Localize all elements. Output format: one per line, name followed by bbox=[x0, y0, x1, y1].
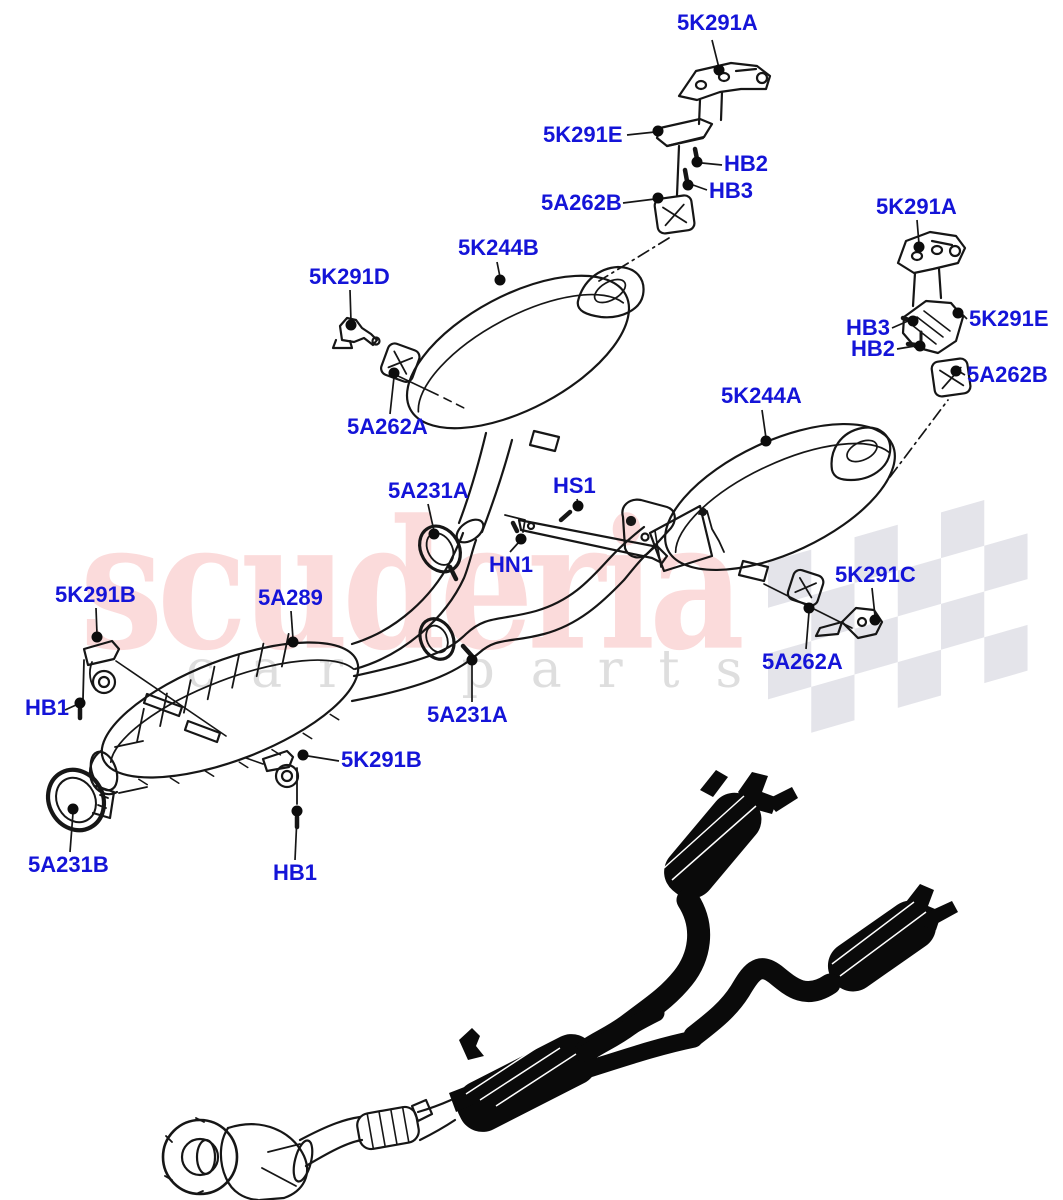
clamp-5a231a-lower bbox=[418, 617, 475, 661]
callout-leader-lines bbox=[64, 39, 968, 861]
part-label-hb3-top[interactable]: HB3 bbox=[709, 178, 754, 203]
clamp-5a231a-upper bbox=[418, 524, 462, 582]
part-label-hb1-left[interactable]: HB1 bbox=[25, 695, 70, 720]
watermark-tagline-text: car parts bbox=[186, 640, 779, 700]
checkered-flag-watermark bbox=[768, 499, 1028, 733]
hanger-bracket-right bbox=[896, 230, 972, 398]
assembled-system-silhouette bbox=[449, 770, 958, 1132]
part-label-hb2-right[interactable]: HB2 bbox=[851, 336, 896, 361]
part-label-5k291c[interactable]: 5K291C bbox=[835, 562, 916, 587]
clamp-5a231b bbox=[45, 767, 116, 833]
exploded-line-art bbox=[45, 61, 972, 833]
part-label-5k291a-top[interactable]: 5K291A bbox=[677, 10, 758, 35]
part-label-5a231a-upper[interactable]: 5A231A bbox=[388, 478, 469, 503]
rear-muffler-rh-outline bbox=[664, 399, 949, 583]
part-label-5a289[interactable]: 5A289 bbox=[258, 585, 323, 610]
watermark-brand-text: scuderia bbox=[80, 480, 745, 690]
part-label-5k291e-top[interactable]: 5K291E bbox=[543, 122, 623, 147]
part-label-5a262a-right[interactable]: 5A262A bbox=[762, 649, 843, 674]
inlet-flange-rh bbox=[621, 498, 725, 573]
part-label-5a262b-right[interactable]: 5A262B bbox=[967, 362, 1048, 387]
bracket-5k291b-left bbox=[77, 639, 121, 721]
part-label-5a231a-lower[interactable]: 5A231A bbox=[427, 702, 508, 727]
part-label-hb1-lower[interactable]: HB1 bbox=[273, 860, 318, 885]
part-label-5k291b-left[interactable]: 5K291B bbox=[55, 582, 136, 607]
part-label-5k244a[interactable]: 5K244A bbox=[721, 383, 802, 408]
catalyst-front-pipe-outline bbox=[161, 1098, 457, 1200]
callout-attachment-dots bbox=[67, 64, 964, 817]
part-label-5k291b-lower[interactable]: 5K291B bbox=[341, 747, 422, 772]
part-label-5k244b[interactable]: 5K244B bbox=[458, 235, 539, 260]
part-label-5a231b[interactable]: 5A231B bbox=[28, 852, 109, 877]
part-label-hb2-top[interactable]: HB2 bbox=[724, 151, 769, 176]
part-label-5k291a-right[interactable]: 5K291A bbox=[876, 194, 957, 219]
part-label-5a262b-top[interactable]: 5A262B bbox=[541, 190, 622, 215]
part-label-hs1[interactable]: HS1 bbox=[553, 473, 596, 498]
part-label-hn1[interactable]: HN1 bbox=[489, 552, 534, 577]
part-label-hb3-right[interactable]: HB3 bbox=[846, 315, 891, 340]
part-label-5k291d[interactable]: 5K291D bbox=[309, 264, 390, 289]
part-label-5a262a-left[interactable]: 5A262A bbox=[347, 414, 428, 439]
part-label-5k291e-right[interactable]: 5K291E bbox=[969, 306, 1049, 331]
centre-muffler-outline bbox=[88, 633, 360, 796]
